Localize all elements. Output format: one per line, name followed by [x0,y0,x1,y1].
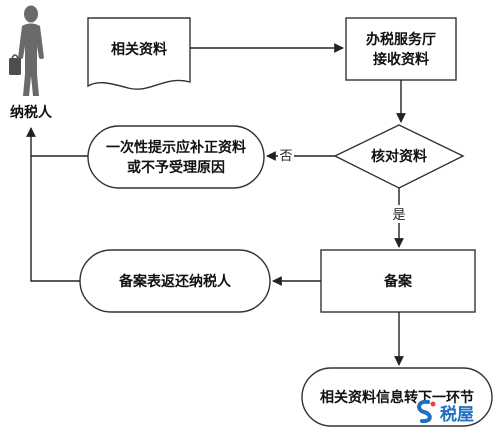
watermark: 税屋 [417,399,474,425]
return-label: 备案表返还纳税人 [118,273,232,290]
service-hall-line2: 接收资料 [373,51,429,68]
edge-label-no: 否 [279,149,292,164]
edges [26,43,406,366]
edge-notice-to-taxpayer [26,127,88,157]
check-decision-label: 核对资料 [371,148,427,165]
filing-node: 备案 [320,249,476,313]
check-decision-node: 核对资料 [333,124,465,189]
notice-line1: 一次性提示应补正资料 [106,139,246,156]
filing-label: 备案 [383,273,413,290]
documents-label: 相关资料 [111,41,167,58]
watermark-logo-icon [417,399,436,424]
return-node: 备案表返还纳税人 [79,249,271,313]
watermark-text: 税屋 [440,404,474,425]
edge-return-to-taxpayer [30,156,80,282]
service-hall-node: 办税服务厅 接收资料 [345,17,457,81]
service-hall-line1: 办税服务厅 [366,31,436,48]
taxpayer-label: 纳税人 [10,104,53,121]
transfer-label: 相关资料信息转下一环节 [320,389,474,406]
documents-node: 相关资料 [87,17,191,90]
taxpayer-figure-icon [9,5,44,96]
transfer-node: 相关资料信息转下一环节 [301,367,493,427]
edge-label-yes: 是 [392,208,405,223]
notice-node: 一次性提示应补正资料 或不予受理原因 [87,125,265,189]
notice-line2: 或不予受理原因 [127,159,225,176]
